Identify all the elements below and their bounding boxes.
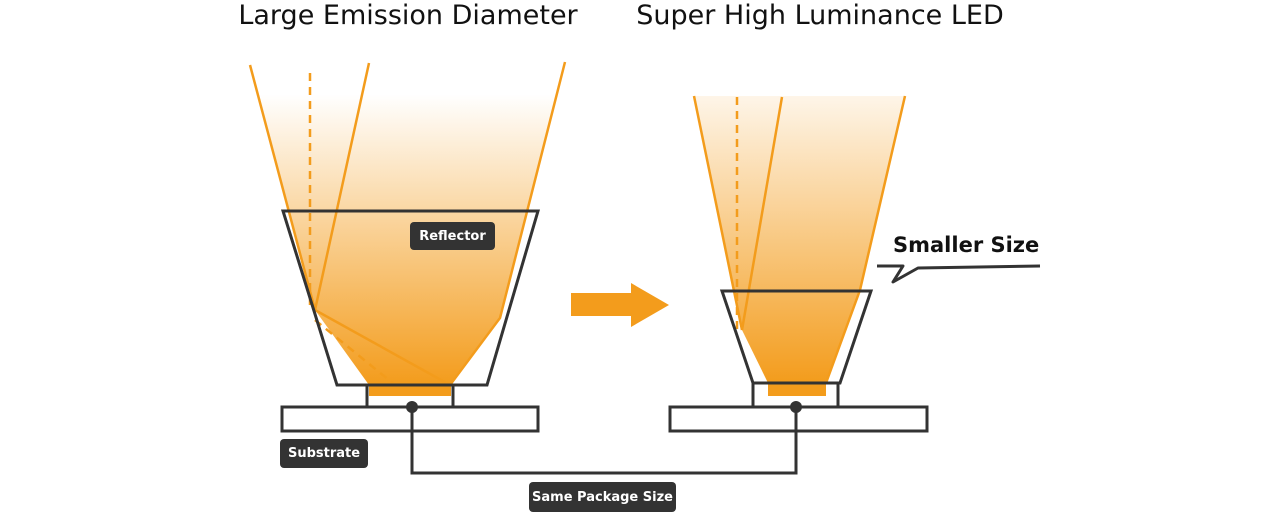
reflector-label: Reflector (410, 222, 495, 250)
right-reflector (719, 289, 874, 385)
right-title: Super High Luminance LED (636, 0, 1004, 31)
right-led (668, 95, 929, 433)
right-light-beam (694, 96, 905, 383)
left-connector-dot (406, 401, 418, 413)
left-light-beam (250, 62, 565, 385)
left-reflector (280, 209, 541, 387)
left-title: Large Emission Diameter (238, 0, 578, 31)
callout-pointer (877, 264, 1041, 284)
arrow-icon (571, 283, 669, 327)
smaller-size-label: Smaller Size (893, 233, 1040, 257)
left-light-rays (248, 61, 567, 387)
left-emitter (369, 385, 451, 396)
same-package-size-label: Same Package Size (529, 482, 676, 512)
left-led (248, 61, 567, 433)
right-connector-dot (790, 401, 802, 413)
substrate-label: Substrate (280, 439, 368, 468)
right-emitter (768, 383, 826, 396)
package-connector (410, 407, 798, 475)
